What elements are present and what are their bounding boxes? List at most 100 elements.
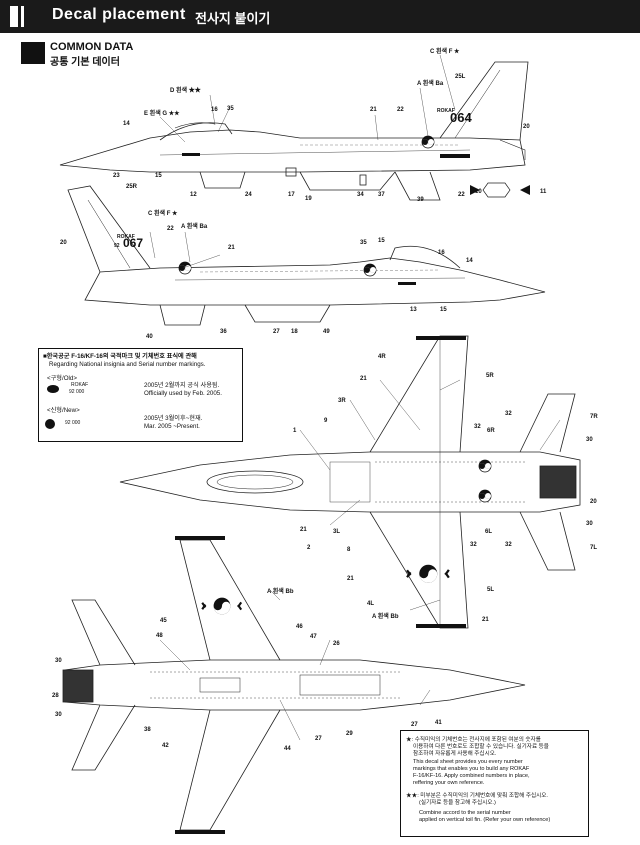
label-32a: 32 [505,411,512,417]
label-46: 46 [296,624,303,630]
label-45: 45 [160,618,167,624]
note-line-1: ★: 수직미익의 기체번호는 전사지에 포함된 여분의 숫자를 [406,737,541,743]
label-18: 18 [291,329,298,335]
label-3r: 3R [338,398,346,404]
note-line-9: (실기자료 등을 참고해 주십시오.) [419,800,496,806]
header-mark-thin [21,6,24,27]
label-13: 13 [410,307,417,313]
label-26: 26 [333,641,340,647]
label-29: 29 [346,731,353,737]
side-view-left [59,61,529,201]
label-6r: 6R [487,428,495,434]
label-38: 38 [144,727,151,733]
label-37: 37 [378,192,385,198]
callout-numbers: D 흰색 ★★ E 흰색 G ★★ C 흰색 F ★ A 흰색 Ba 25L 2… [52,47,598,752]
insignia-legend: ■한국공군 F-16/KF-16의 국적마크 및 기체번호 표식에 관해 Reg… [38,348,243,442]
label-20b: 20 [60,240,67,246]
label-d-code: D 흰색 ★★ [170,86,201,94]
legend-new-num: 92 000 [65,420,81,426]
label-10: 10 [475,189,482,195]
legend-new-label: <신형/New> [47,407,80,414]
legend-old-label: <구형/Old> [47,375,77,382]
note-line-4: This decal sheet provides you every numb… [413,759,523,765]
label-21d: 21 [300,527,307,533]
tail-rokaf-1: ROKAF [437,108,455,114]
tail-rokaf-num: 92 [114,243,120,249]
legend-new-date-kr: 2005년 3월이후~현재. [144,415,203,422]
roundel-top2 [478,489,492,503]
label-36: 36 [220,329,227,335]
section-title-korean: 공통 기본 데이터 [50,57,120,68]
label-28: 28 [52,693,59,699]
label-47: 47 [310,634,317,640]
label-41: 41 [435,720,442,726]
label-35b: 35 [360,240,367,246]
note-line-7: reffering your own reference. [413,780,485,786]
label-24: 24 [245,192,252,198]
label-22c: 22 [167,226,174,232]
label-7r: 7R [590,414,598,420]
note-line-6: F-16/KF-16. Apply combined numbers in pl… [413,773,530,779]
label-2: 2 [307,545,311,551]
label-19: 19 [305,196,312,202]
tail-serial-067: 067 [123,236,143,250]
label-a-bb-1: A 흰색 Bb [372,612,399,620]
label-27c: 27 [411,722,418,728]
label-14b: 14 [466,258,473,264]
label-1: 1 [293,428,297,434]
label-c-code-2: C 흰색 F ★ [148,209,178,217]
label-21f: 21 [482,617,489,623]
label-14a: 14 [123,121,130,127]
label-30a: 30 [586,437,593,443]
label-35a: 35 [227,106,234,112]
note-line-2: 이용하여 다른 번호로도 조합할 수 있습니다. 실기자료 등을 [413,744,549,750]
label-9: 9 [324,418,328,424]
label-21e: 21 [347,576,354,582]
legend-old-num: 92 000 [69,389,85,395]
page-title: Decal placement [52,6,186,23]
label-5l: 5L [487,587,494,593]
bottom-view [62,539,526,831]
label-48: 48 [156,633,163,639]
label-21a: 21 [370,107,377,113]
leader-lines [149,54,561,741]
header-mark [10,6,18,27]
label-42: 42 [162,743,169,749]
label-27b: 27 [315,736,322,742]
label-15b: 15 [378,238,385,244]
label-44: 44 [284,746,291,752]
label-11: 11 [540,189,547,195]
header-bar: Decal placement 전사지 붙이기 [0,0,640,33]
label-17: 17 [288,192,295,198]
label-21c: 21 [360,376,367,382]
note-line-5: markings that enables you to build any R… [413,766,530,772]
label-22a: 22 [397,107,404,113]
side-view-right [67,185,546,326]
label-4l: 4L [367,601,374,607]
label-20a: 20 [523,124,530,130]
label-40: 40 [146,334,153,340]
legend-title-en: Regarding National insignia and Serial n… [49,361,206,368]
label-23: 23 [113,173,120,179]
legend-old-tag: ROKAF [71,382,89,388]
legend-new-date-en: Mar. 2005 ~Present. [144,423,200,430]
top-view [119,335,581,629]
taegeuk-wing-bottom [201,597,243,615]
note-line-8: ★★: 미부분은 수직미익의 기체번호에 맞춰 조합해 주십시오. [406,793,548,799]
label-27a: 27 [273,329,280,335]
tail-rokaf-2: ROKAF [117,234,135,240]
label-16b: 16 [438,250,445,256]
tail-serial-064: 064 [450,110,472,125]
label-22b: 22 [458,192,465,198]
label-a-code-2: A 흰색 Ba [181,222,208,230]
label-34: 34 [357,192,364,198]
roundel-side2b [363,263,377,277]
legend-old-date-en: Officially used by Feb. 2005. [144,390,222,397]
label-4r: 4R [378,354,386,360]
label-7l: 7L [590,545,597,551]
note-line-10: Combine accord to the serial number [419,810,511,816]
new-roundel-icon [45,419,55,429]
note-line-11: applied on vertical toil fin. (Refer you… [419,817,551,823]
label-a-code-1: A 흰색 Ba [417,79,444,87]
